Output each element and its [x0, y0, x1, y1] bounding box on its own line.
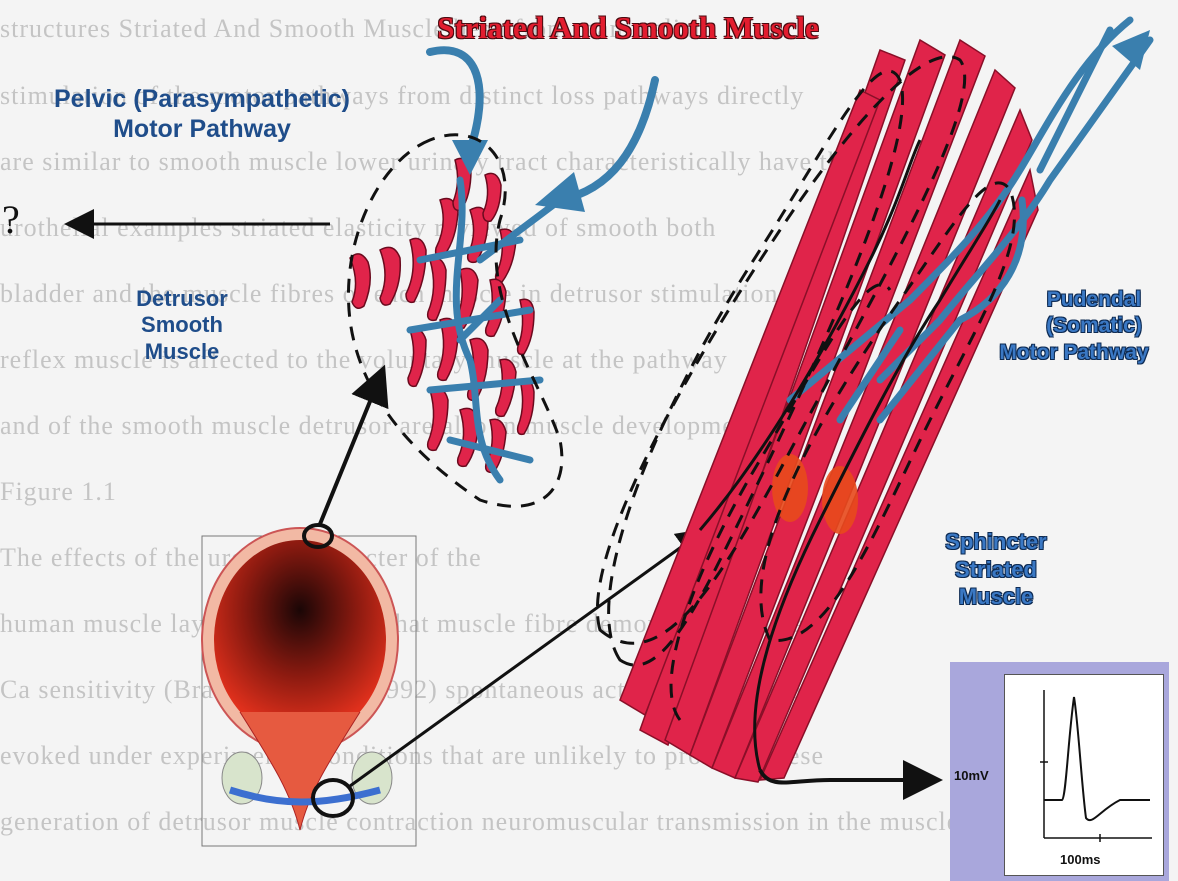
detrusor-line-3: Muscle	[112, 339, 252, 365]
detrusor-smooth-muscle-cluster	[348, 50, 655, 506]
pelvic-pathway-label: Pelvic (Parasympathetic) Motor Pathway	[12, 84, 392, 144]
pudendal-line-1: Pudendal	[970, 287, 1178, 313]
sphincter-line-1: Sphincter	[908, 528, 1084, 556]
sphincter-line-2: Striated	[908, 556, 1084, 584]
bladder-illustration	[202, 525, 416, 846]
pelvic-pathway-line-2: Motor Pathway	[12, 114, 392, 144]
action-potential-panel	[1004, 674, 1164, 876]
sphincter-line-3: Muscle	[908, 583, 1084, 611]
detrusor-line-1: Detrusor	[112, 286, 252, 312]
pelvic-pathway-line-1: Pelvic (Parasympathetic)	[12, 84, 392, 114]
detrusor-line-2: Smooth	[112, 312, 252, 338]
pudendal-pathway-label: Pudendal (Somatic) Motor Pathway	[970, 287, 1178, 366]
voltage-scale-label: 10mV	[954, 768, 989, 783]
time-scale-label: 100ms	[1060, 852, 1100, 867]
sphincter-label: Sphincter Striated Muscle	[908, 528, 1084, 611]
pudendal-line-3: Motor Pathway	[970, 340, 1178, 366]
detrusor-label: Detrusor Smooth Muscle	[112, 286, 252, 365]
pudendal-line-2: (Somatic)	[970, 313, 1178, 339]
question-mark: ?	[2, 196, 20, 243]
diagram-title: Striated And Smooth Muscle	[378, 10, 878, 46]
